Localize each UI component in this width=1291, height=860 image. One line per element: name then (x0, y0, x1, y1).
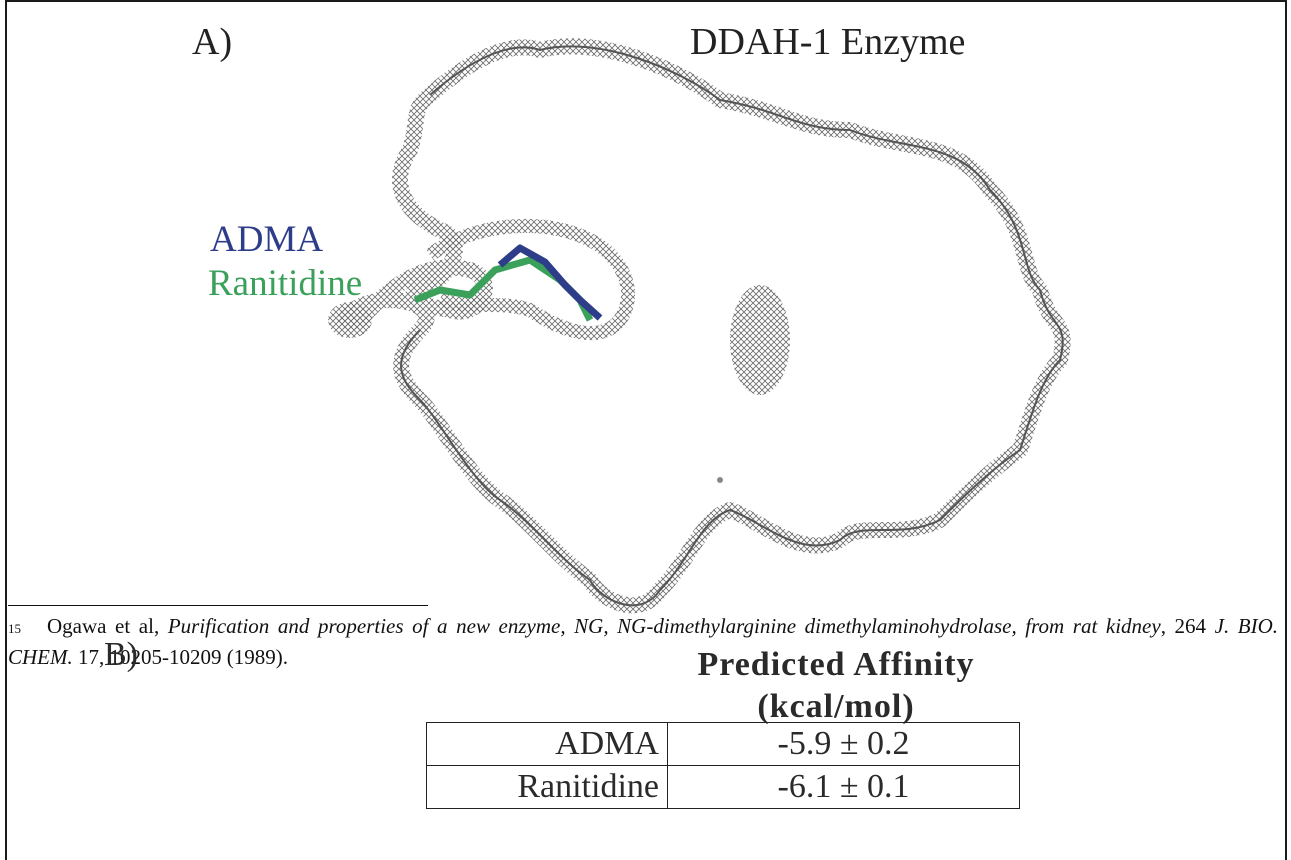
footnote-journal: J. BIO. CHEM. (8, 614, 1279, 669)
affinity-title-line2: (kcal/mol) (757, 688, 915, 725)
affinity-title-line1: Predicted Affinity (697, 646, 975, 683)
affinity-table: ADMA -5.9 ± 0.2 Ranitidine -6.1 ± 0.1 (426, 722, 1020, 809)
footnote-rule (8, 605, 428, 606)
panel-label-b: B) (104, 636, 138, 673)
protein-surface-inner (400, 45, 1064, 607)
adma-ligand (497, 244, 603, 321)
central-density (730, 285, 790, 395)
affinity-value-cell: -6.1 ± 0.1 (667, 765, 1020, 809)
table-row: ADMA -5.9 ± 0.2 (426, 722, 1020, 766)
ligand-label-adma: ADMA (210, 219, 324, 260)
affinity-value-cell: -5.9 ± 0.2 (667, 722, 1020, 766)
footnote-details: 17, 10205-10209 (1989). (78, 645, 288, 669)
page-frame (5, 0, 1287, 860)
footnote-number: 15 (8, 621, 21, 636)
affinity-title: Predicted Affinity (kcal/mol) (676, 644, 996, 728)
footnote-authors: Ogawa et al, (47, 614, 160, 638)
protein-surface-loop (337, 38, 1071, 614)
ligand-label-ranitidine: Ranitidine (208, 263, 363, 304)
molecule-cell: ADMA (426, 722, 668, 766)
footnote-volume: 264 (1174, 614, 1207, 638)
binding-pocket (425, 218, 636, 341)
molecule-cell: Ranitidine (426, 765, 668, 809)
enzyme-title: DDAH-1 Enzyme (690, 21, 966, 63)
footnote-title: Purification and properties of a new enz… (167, 614, 1161, 638)
footnote: 15 Ogawa et al, Purification and properti… (8, 614, 1279, 669)
panel-label-a: A) (192, 21, 233, 63)
table-row: Ranitidine -6.1 ± 0.1 (426, 765, 1020, 809)
